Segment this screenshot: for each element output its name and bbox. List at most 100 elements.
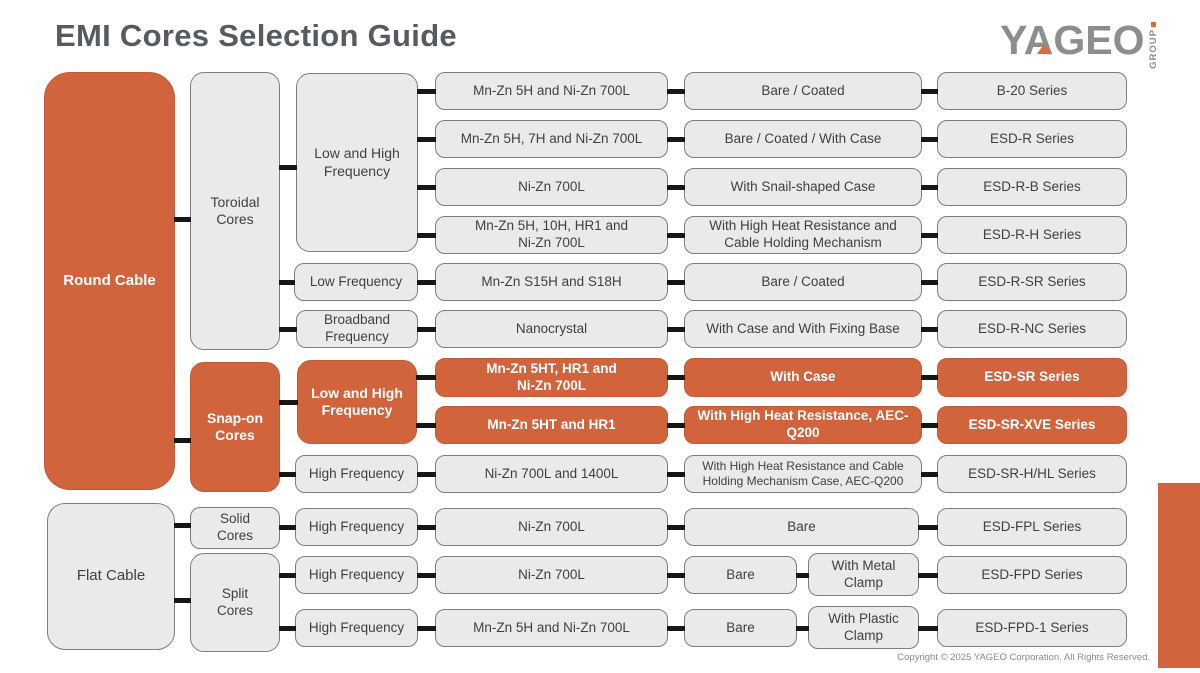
node-material-row11: Ni-Zn 700L: [435, 556, 668, 594]
node-material-row7: Mn-Zn 5HT, HR1 and Ni-Zn 700L: [435, 358, 668, 397]
connector-line: [921, 280, 938, 285]
connector-line: [918, 573, 938, 578]
connector-line: [921, 327, 938, 332]
node-freq-solid-high: High Frequency: [295, 508, 418, 546]
connector-line: [918, 525, 938, 530]
connector-line: [796, 626, 809, 631]
node-material-row1: Mn-Zn 5H and Ni-Zn 700L: [435, 72, 668, 110]
node-freq-split-high-2: High Frequency: [295, 609, 418, 647]
node-case-row11: Bare: [684, 556, 797, 594]
node-series-row2: ESD-R Series: [937, 120, 1127, 158]
node-case-row5: Bare / Coated: [684, 263, 922, 301]
connector-line: [416, 423, 436, 428]
connector-line: [279, 626, 296, 631]
yageo-logo-square-icon: [1150, 22, 1156, 27]
connector-line: [921, 375, 938, 380]
node-freq-toroidal-broadband: Broadband Frequency: [296, 310, 418, 348]
connector-line: [174, 217, 191, 222]
node-series-row4: ESD-R-H Series: [937, 216, 1127, 254]
node-freq-split-high-1: High Frequency: [295, 556, 418, 594]
connector-line: [667, 423, 685, 428]
connector-line: [417, 89, 436, 94]
node-material-row10: Ni-Zn 700L: [435, 508, 668, 546]
yageo-logo-group-block: GROUP: [1147, 22, 1159, 69]
node-material-row6: Nanocrystal: [435, 310, 668, 348]
connector-line: [667, 375, 685, 380]
yageo-logo-group-text: GROUP: [1147, 29, 1159, 69]
node-split-cores: Split Cores: [190, 553, 280, 652]
node-series-row9: ESD-SR-H/HL Series: [937, 455, 1127, 493]
node-case-row10: Bare: [684, 508, 919, 546]
node-case-row7: With Case: [684, 358, 922, 397]
node-material-row8: Mn-Zn 5HT and HR1: [435, 406, 668, 444]
connector-line: [667, 626, 685, 631]
accent-bar: [1158, 483, 1200, 668]
node-material-row12: Mn-Zn 5H and Ni-Zn 700L: [435, 609, 668, 647]
node-series-row7: ESD-SR Series: [937, 358, 1127, 397]
connector-line: [921, 423, 938, 428]
connector-line: [667, 525, 685, 530]
page-title: EMI Cores Selection Guide: [55, 18, 457, 53]
connector-line: [667, 89, 685, 94]
node-series-row8: ESD-SR-XVE Series: [937, 406, 1127, 444]
connector-line: [667, 233, 685, 238]
connector-line: [417, 327, 436, 332]
node-case-row8: With High Heat Resistance, AEC-Q200: [684, 406, 922, 444]
connector-line: [417, 525, 436, 530]
connector-line: [174, 598, 191, 603]
connector-line: [279, 472, 296, 477]
node-series-row10: ESD-FPL Series: [937, 508, 1127, 546]
node-flat-cable: Flat Cable: [47, 503, 175, 650]
node-case-row4: With High Heat Resistance and Cable Hold…: [684, 216, 922, 254]
connector-line: [667, 472, 685, 477]
node-series-row11: ESD-FPD Series: [937, 556, 1127, 594]
connector-line: [417, 185, 436, 190]
node-toroidal-cores: Toroidal Cores: [190, 72, 280, 350]
node-solid-cores: Solid Cores: [190, 507, 280, 549]
node-snap-on-cores: Snap-on Cores: [190, 362, 280, 492]
connector-line: [667, 327, 685, 332]
node-clamp-row11: With Metal Clamp: [808, 553, 919, 596]
connector-line: [667, 573, 685, 578]
connector-line: [667, 280, 685, 285]
node-case-row9: With High Heat Resistance and Cable Hold…: [684, 455, 922, 493]
node-round-cable: Round Cable: [44, 72, 175, 490]
connector-line: [921, 472, 938, 477]
node-freq-toroidal-low: Low Frequency: [294, 263, 418, 301]
connector-line: [417, 626, 436, 631]
connector-line: [279, 165, 297, 170]
connector-line: [174, 523, 191, 528]
node-series-row3: ESD-R-B Series: [937, 168, 1127, 206]
node-series-row1: B-20 Series: [937, 72, 1127, 110]
connector-line: [417, 233, 436, 238]
connector-line: [279, 280, 295, 285]
node-material-row2: Mn-Zn 5H, 7H and Ni-Zn 700L: [435, 120, 668, 158]
connector-line: [279, 327, 297, 332]
connector-line: [417, 472, 436, 477]
connector-line: [796, 573, 809, 578]
node-series-row6: ESD-R-NC Series: [937, 310, 1127, 348]
node-case-row1: Bare / Coated: [684, 72, 922, 110]
node-material-row4: Mn-Zn 5H, 10H, HR1 and Ni-Zn 700L: [435, 216, 668, 254]
connector-line: [921, 137, 938, 142]
copyright-text: Copyright © 2025 YAGEO Corporation. All …: [897, 652, 1150, 663]
node-case-row3: With Snail-shaped Case: [684, 168, 922, 206]
connector-line: [417, 573, 436, 578]
node-case-row12: Bare: [684, 609, 797, 647]
node-series-row5: ESD-R-SR Series: [937, 263, 1127, 301]
connector-line: [279, 525, 296, 530]
yageo-logo-wordmark: YAGEO: [1000, 20, 1144, 61]
yageo-logo: YAGEO GROUP: [1000, 20, 1158, 69]
connector-line: [667, 185, 685, 190]
connector-line: [279, 573, 296, 578]
connector-line: [921, 233, 938, 238]
node-material-row3: Ni-Zn 700L: [435, 168, 668, 206]
connector-line: [921, 185, 938, 190]
connector-line: [918, 626, 938, 631]
node-case-row2: Bare / Coated / With Case: [684, 120, 922, 158]
node-clamp-row12: With Plastic Clamp: [808, 606, 919, 649]
connector-line: [417, 137, 436, 142]
node-freq-toroidal-low-high: Low and High Frequency: [296, 73, 418, 252]
node-material-row9: Ni-Zn 700L and 1400L: [435, 455, 668, 493]
